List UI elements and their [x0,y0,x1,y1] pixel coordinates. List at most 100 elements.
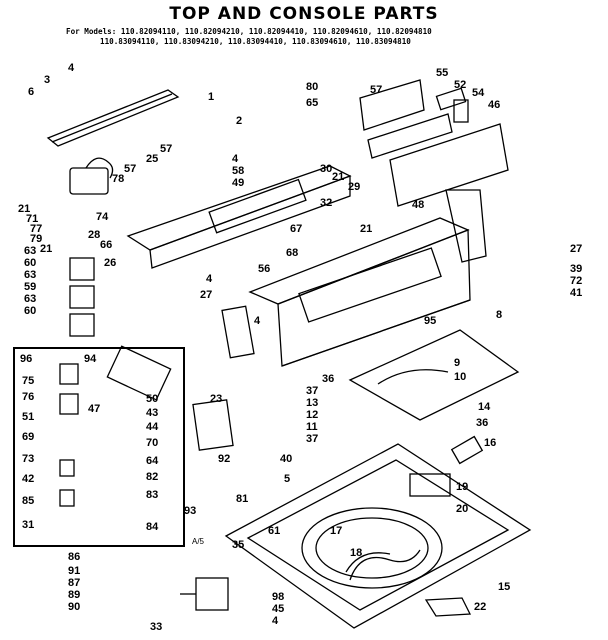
svg-text:42: 42 [22,473,34,485]
svg-text:77: 77 [30,223,42,235]
svg-text:35: 35 [232,539,244,551]
svg-text:21: 21 [332,171,344,183]
svg-text:65: 65 [306,97,318,109]
svg-text:46: 46 [488,99,500,111]
svg-text:27: 27 [570,243,582,255]
svg-text:36: 36 [322,373,334,385]
svg-text:60: 60 [24,257,36,269]
svg-text:21: 21 [18,203,30,215]
small-parts-right [409,435,484,617]
svg-text:54: 54 [472,87,485,99]
svg-text:76: 76 [22,391,34,403]
svg-text:66: 66 [100,239,112,251]
hardware-inset-box [13,345,185,547]
svg-text:17: 17 [330,525,342,537]
svg-text:25: 25 [146,153,158,165]
svg-text:84: 84 [146,521,159,533]
svg-text:22: 22 [474,601,486,613]
svg-text:47: 47 [88,403,100,415]
svg-text:98: 98 [272,591,284,603]
svg-text:33: 33 [150,621,162,633]
svg-text:23: 23 [210,393,222,405]
svg-text:36: 36 [476,417,488,429]
svg-text:85: 85 [22,495,34,507]
svg-text:11: 11 [306,421,318,433]
svg-text:26: 26 [104,257,116,269]
svg-text:92: 92 [218,453,230,465]
svg-text:59: 59 [24,281,36,293]
svg-text:4: 4 [254,315,261,327]
wire-harness [345,549,421,581]
svg-text:82: 82 [146,471,158,483]
svg-text:89: 89 [68,589,80,601]
svg-text:78: 78 [112,173,124,185]
svg-text:43: 43 [146,407,158,419]
control-panel-parts [359,79,509,207]
svg-text:86: 86 [68,551,80,563]
svg-text:16: 16 [484,437,496,449]
svg-text:29: 29 [348,181,360,193]
svg-text:96: 96 [20,353,32,365]
svg-text:6: 6 [28,86,34,98]
svg-text:57: 57 [160,143,172,155]
svg-text:50: 50 [146,393,158,405]
svg-text:74: 74 [96,211,109,223]
svg-text:5: 5 [284,473,290,485]
svg-text:28: 28 [88,229,100,241]
console-back-panel [126,165,352,269]
svg-text:37: 37 [306,433,318,445]
svg-text:48: 48 [412,199,424,211]
model-list-line-2: 110.83094110, 110.83094210, 110.83094410… [100,37,411,46]
svg-text:21: 21 [360,223,372,235]
rear-bracket [46,89,180,147]
svg-text:56: 56 [258,263,270,275]
svg-text:39: 39 [570,263,582,275]
lid-hinge [348,329,520,421]
svg-text:3: 3 [44,74,50,86]
switch-blocks [69,257,95,337]
water-valve-assembly [180,577,229,611]
svg-text:21: 21 [40,243,52,255]
svg-text:57: 57 [370,84,382,96]
svg-text:4: 4 [206,273,213,285]
diagram-title: TOP AND CONSOLE PARTS [169,4,439,24]
svg-text:14: 14 [478,401,491,413]
svg-text:10: 10 [454,371,466,383]
svg-text:91: 91 [68,565,80,577]
svg-text:87: 87 [68,577,80,589]
svg-text:69: 69 [22,431,34,443]
svg-text:4: 4 [272,615,279,627]
svg-text:73: 73 [22,453,34,465]
svg-text:15: 15 [498,581,510,593]
side-bracket [445,189,487,263]
callout-labels: 4 3 6 1 2 80 65 57 55 52 54 46 57 25 57 … [18,62,582,633]
svg-text:31: 31 [22,519,34,531]
svg-text:72: 72 [570,275,582,287]
svg-text:79: 79 [30,233,42,245]
svg-text:49: 49 [232,177,244,189]
svg-text:41: 41 [570,287,582,299]
svg-text:4: 4 [232,153,239,165]
svg-text:67: 67 [290,223,302,235]
svg-text:63: 63 [24,269,36,281]
svg-text:8: 8 [496,309,502,321]
svg-text:18: 18 [350,547,362,559]
svg-text:19: 19 [456,481,468,493]
svg-text:9: 9 [454,357,460,369]
svg-text:94: 94 [84,353,97,365]
svg-text:81: 81 [236,493,248,505]
svg-text:58: 58 [232,165,244,177]
svg-text:30: 30 [320,163,332,175]
svg-text:95: 95 [424,315,436,327]
svg-text:57: 57 [124,163,136,175]
model-list-line-1: For Models: 110.82094110, 110.82094210, … [66,27,432,36]
svg-text:63: 63 [24,245,36,257]
inlet-hose-bracket [192,399,234,451]
svg-text:12: 12 [306,409,318,421]
svg-text:52: 52 [454,79,466,91]
inset-mark: A/5 [192,537,205,546]
svg-text:60: 60 [24,305,36,317]
svg-text:83: 83 [146,489,158,501]
